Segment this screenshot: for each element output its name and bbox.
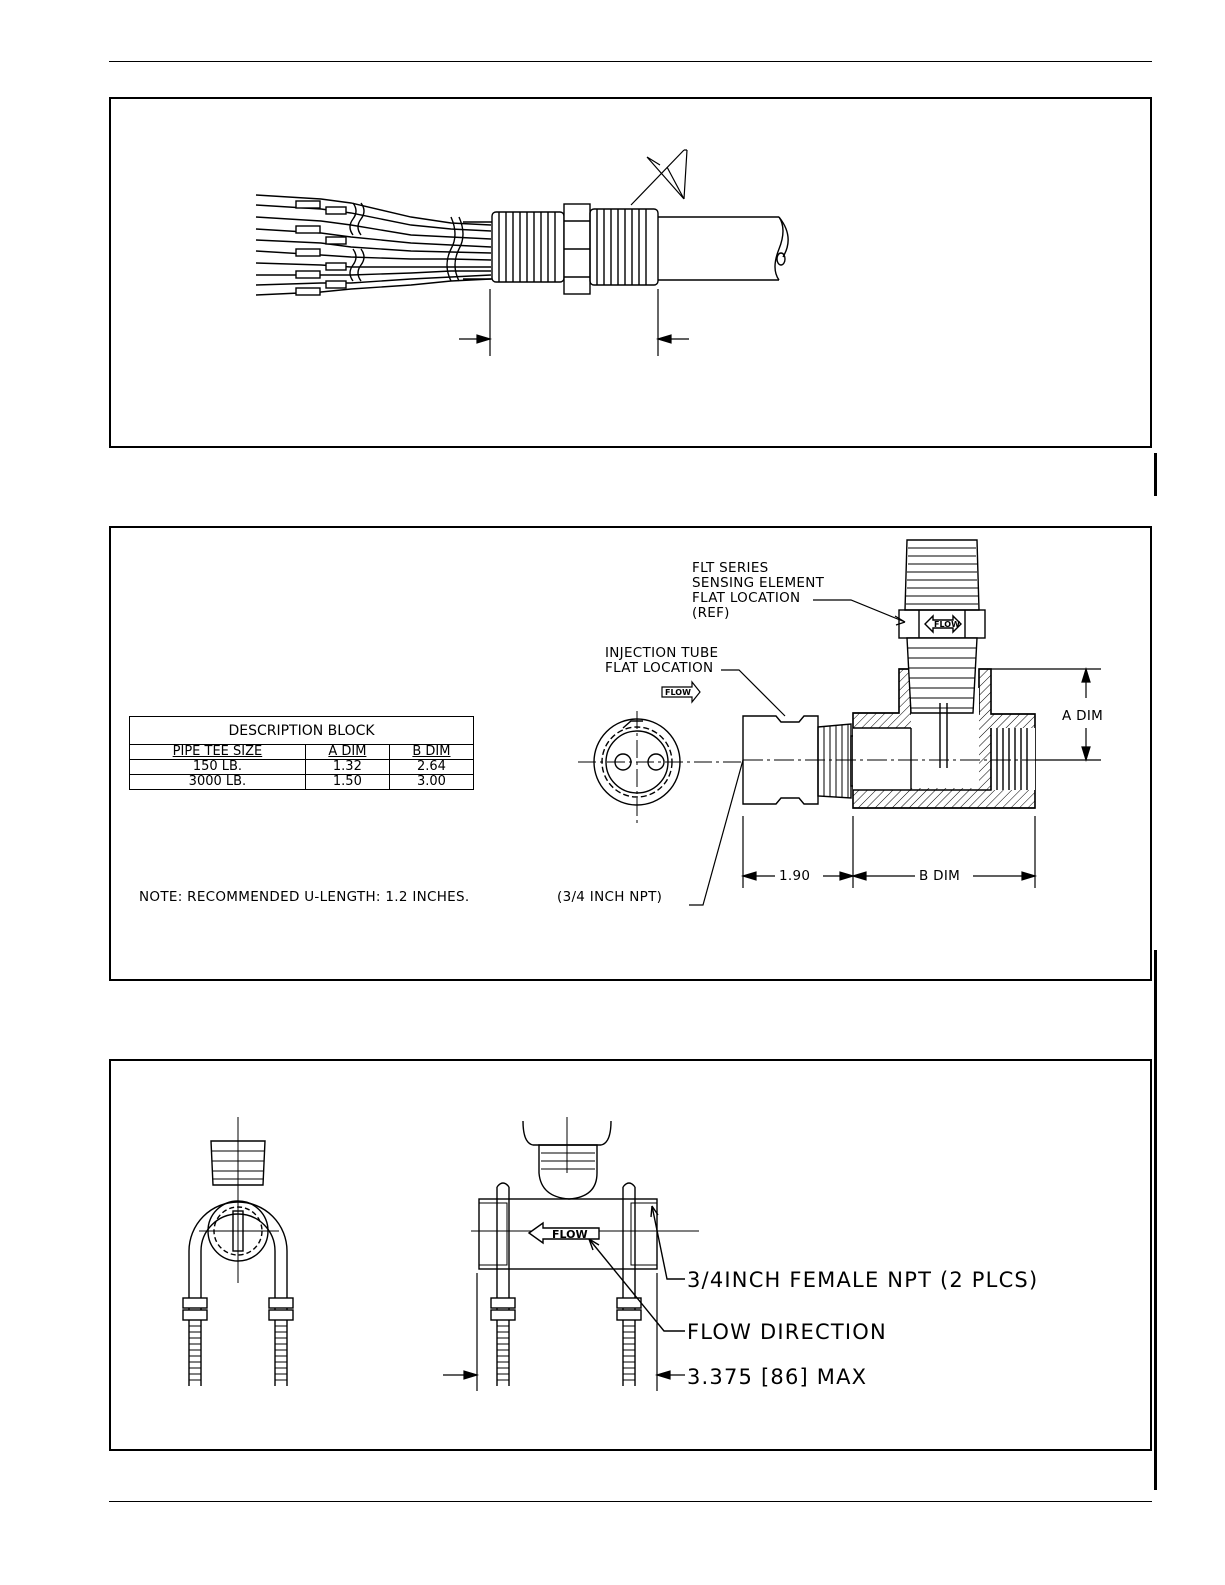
npt-leader [689, 759, 744, 906]
female-npt-label: 3/4INCH FEMALE NPT (2 PLCS) [687, 1268, 1039, 1292]
sensing-element [898, 539, 986, 768]
change-bar-1 [1154, 453, 1157, 496]
bottom-rule [109, 1501, 1152, 1502]
injection-callout-leader [721, 669, 786, 717]
table-cell: 1.50 [304, 774, 390, 790]
sensor-flow-tag: FLOW [934, 620, 960, 629]
flow-direction-label: FLOW DIRECTION [687, 1320, 887, 1344]
panel-saddle-mount: 3/4INCH FEMALE NPT (2 PLCS) FLOW DIRECTI… [109, 1059, 1152, 1451]
npt-label: (3/4 INCH NPT) [557, 889, 663, 905]
injection-tube-callout: INJECTION TUBE FLAT LOCATION [605, 645, 719, 676]
npt-leader [651, 1205, 685, 1280]
table-cell: 150 LB. [129, 759, 306, 775]
table-row: 3000 LB. 1.50 3.00 [129, 774, 475, 790]
table-header: B DIM [388, 744, 475, 760]
a-dimension [991, 666, 1101, 763]
table-header-row: PIPE TEE SIZE A DIM B DIM [129, 744, 475, 760]
change-bar-2 [1154, 950, 1157, 1490]
recommended-u-length-note: NOTE: RECOMMENDED U-LENGTH: 1.2 INCHES. [139, 889, 470, 905]
wire-bundle [255, 194, 492, 296]
a-dim-label: A DIM [1062, 708, 1104, 724]
table-cell: 3000 LB. [129, 774, 306, 790]
sensing-callout-leader [813, 599, 906, 623]
flow-arrow-text: FLOW [665, 688, 691, 697]
injection-tube-end-view [578, 711, 743, 826]
description-block-table: DESCRIPTION BLOCK PIPE TEE SIZE A DIM B … [129, 716, 475, 790]
sensing-element-callout: FLT SERIES SENSING ELEMENT FLAT LOCATION… [692, 560, 825, 621]
b-and-190-dimensions [740, 816, 1038, 888]
panel-pipe-tee: DESCRIPTION BLOCK PIPE TEE SIZE A DIM B … [109, 526, 1152, 981]
pipe-tee-body [852, 668, 1036, 809]
saddle-drawing: FLOW [182, 1117, 699, 1391]
dim-190-label: 1.90 [779, 868, 811, 884]
table-cell: 2.64 [388, 759, 475, 775]
top-rule [109, 61, 1152, 62]
max-dimension-label: 3.375 [86] MAX [687, 1365, 868, 1389]
pipe-tee-drawing: FLOW FLOW [578, 539, 1101, 906]
panel-sensing-element [109, 97, 1152, 448]
table-header: PIPE TEE SIZE [129, 744, 306, 760]
table-cell: 3.00 [388, 774, 475, 790]
saddle-flow-tag: FLOW [552, 1228, 588, 1241]
b-dim-label: B DIM [919, 868, 961, 884]
threaded-fitting [491, 203, 659, 295]
flow-arrow-tag [661, 680, 701, 704]
sensing-element-drawing [255, 149, 789, 356]
callout-leader [646, 149, 688, 200]
saddle-end-view [182, 1117, 294, 1386]
max-width-dimension [443, 1273, 685, 1391]
length-dimension [459, 289, 689, 356]
flow-direction-leader [588, 1238, 685, 1332]
saddle-side-view [471, 1117, 699, 1386]
probe-tube [658, 216, 789, 281]
